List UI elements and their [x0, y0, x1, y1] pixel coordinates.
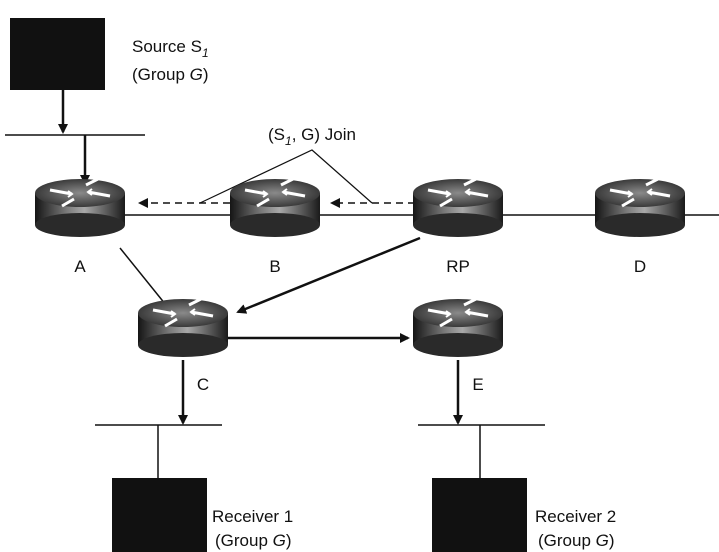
receiver2-label: Receiver 2	[535, 507, 616, 526]
receiver1-label: Receiver 1	[212, 507, 293, 526]
link-a-c	[119, 247, 171, 311]
source-host-icon	[10, 18, 105, 90]
receiver2-group-label: (Group G)	[538, 531, 615, 550]
receiver1-host-icon	[112, 478, 207, 552]
router-c-label: C	[197, 375, 209, 394]
router-b-label: B	[269, 257, 280, 276]
router-b-icon	[228, 177, 322, 239]
join-annotation-leader	[199, 149, 373, 204]
router-d-icon	[593, 177, 687, 239]
router-a-icon	[33, 177, 127, 239]
router-rp-label: RP	[446, 257, 470, 276]
tree-arrow-rp-to-c	[236, 236, 421, 314]
source-label: Source S1	[132, 37, 209, 60]
join-annotation-label: (S1, G) Join	[268, 125, 356, 148]
receiver1-group-label: (Group G)	[215, 531, 292, 550]
router-e-label: E	[472, 375, 483, 394]
router-d-label: D	[634, 257, 646, 276]
router-a-label: A	[74, 257, 86, 276]
router-e-icon	[411, 297, 505, 359]
router-c-icon	[136, 297, 230, 359]
router-rp-icon	[411, 177, 505, 239]
source-group-label: (Group G)	[132, 65, 209, 84]
receiver2-host-icon	[432, 478, 527, 552]
